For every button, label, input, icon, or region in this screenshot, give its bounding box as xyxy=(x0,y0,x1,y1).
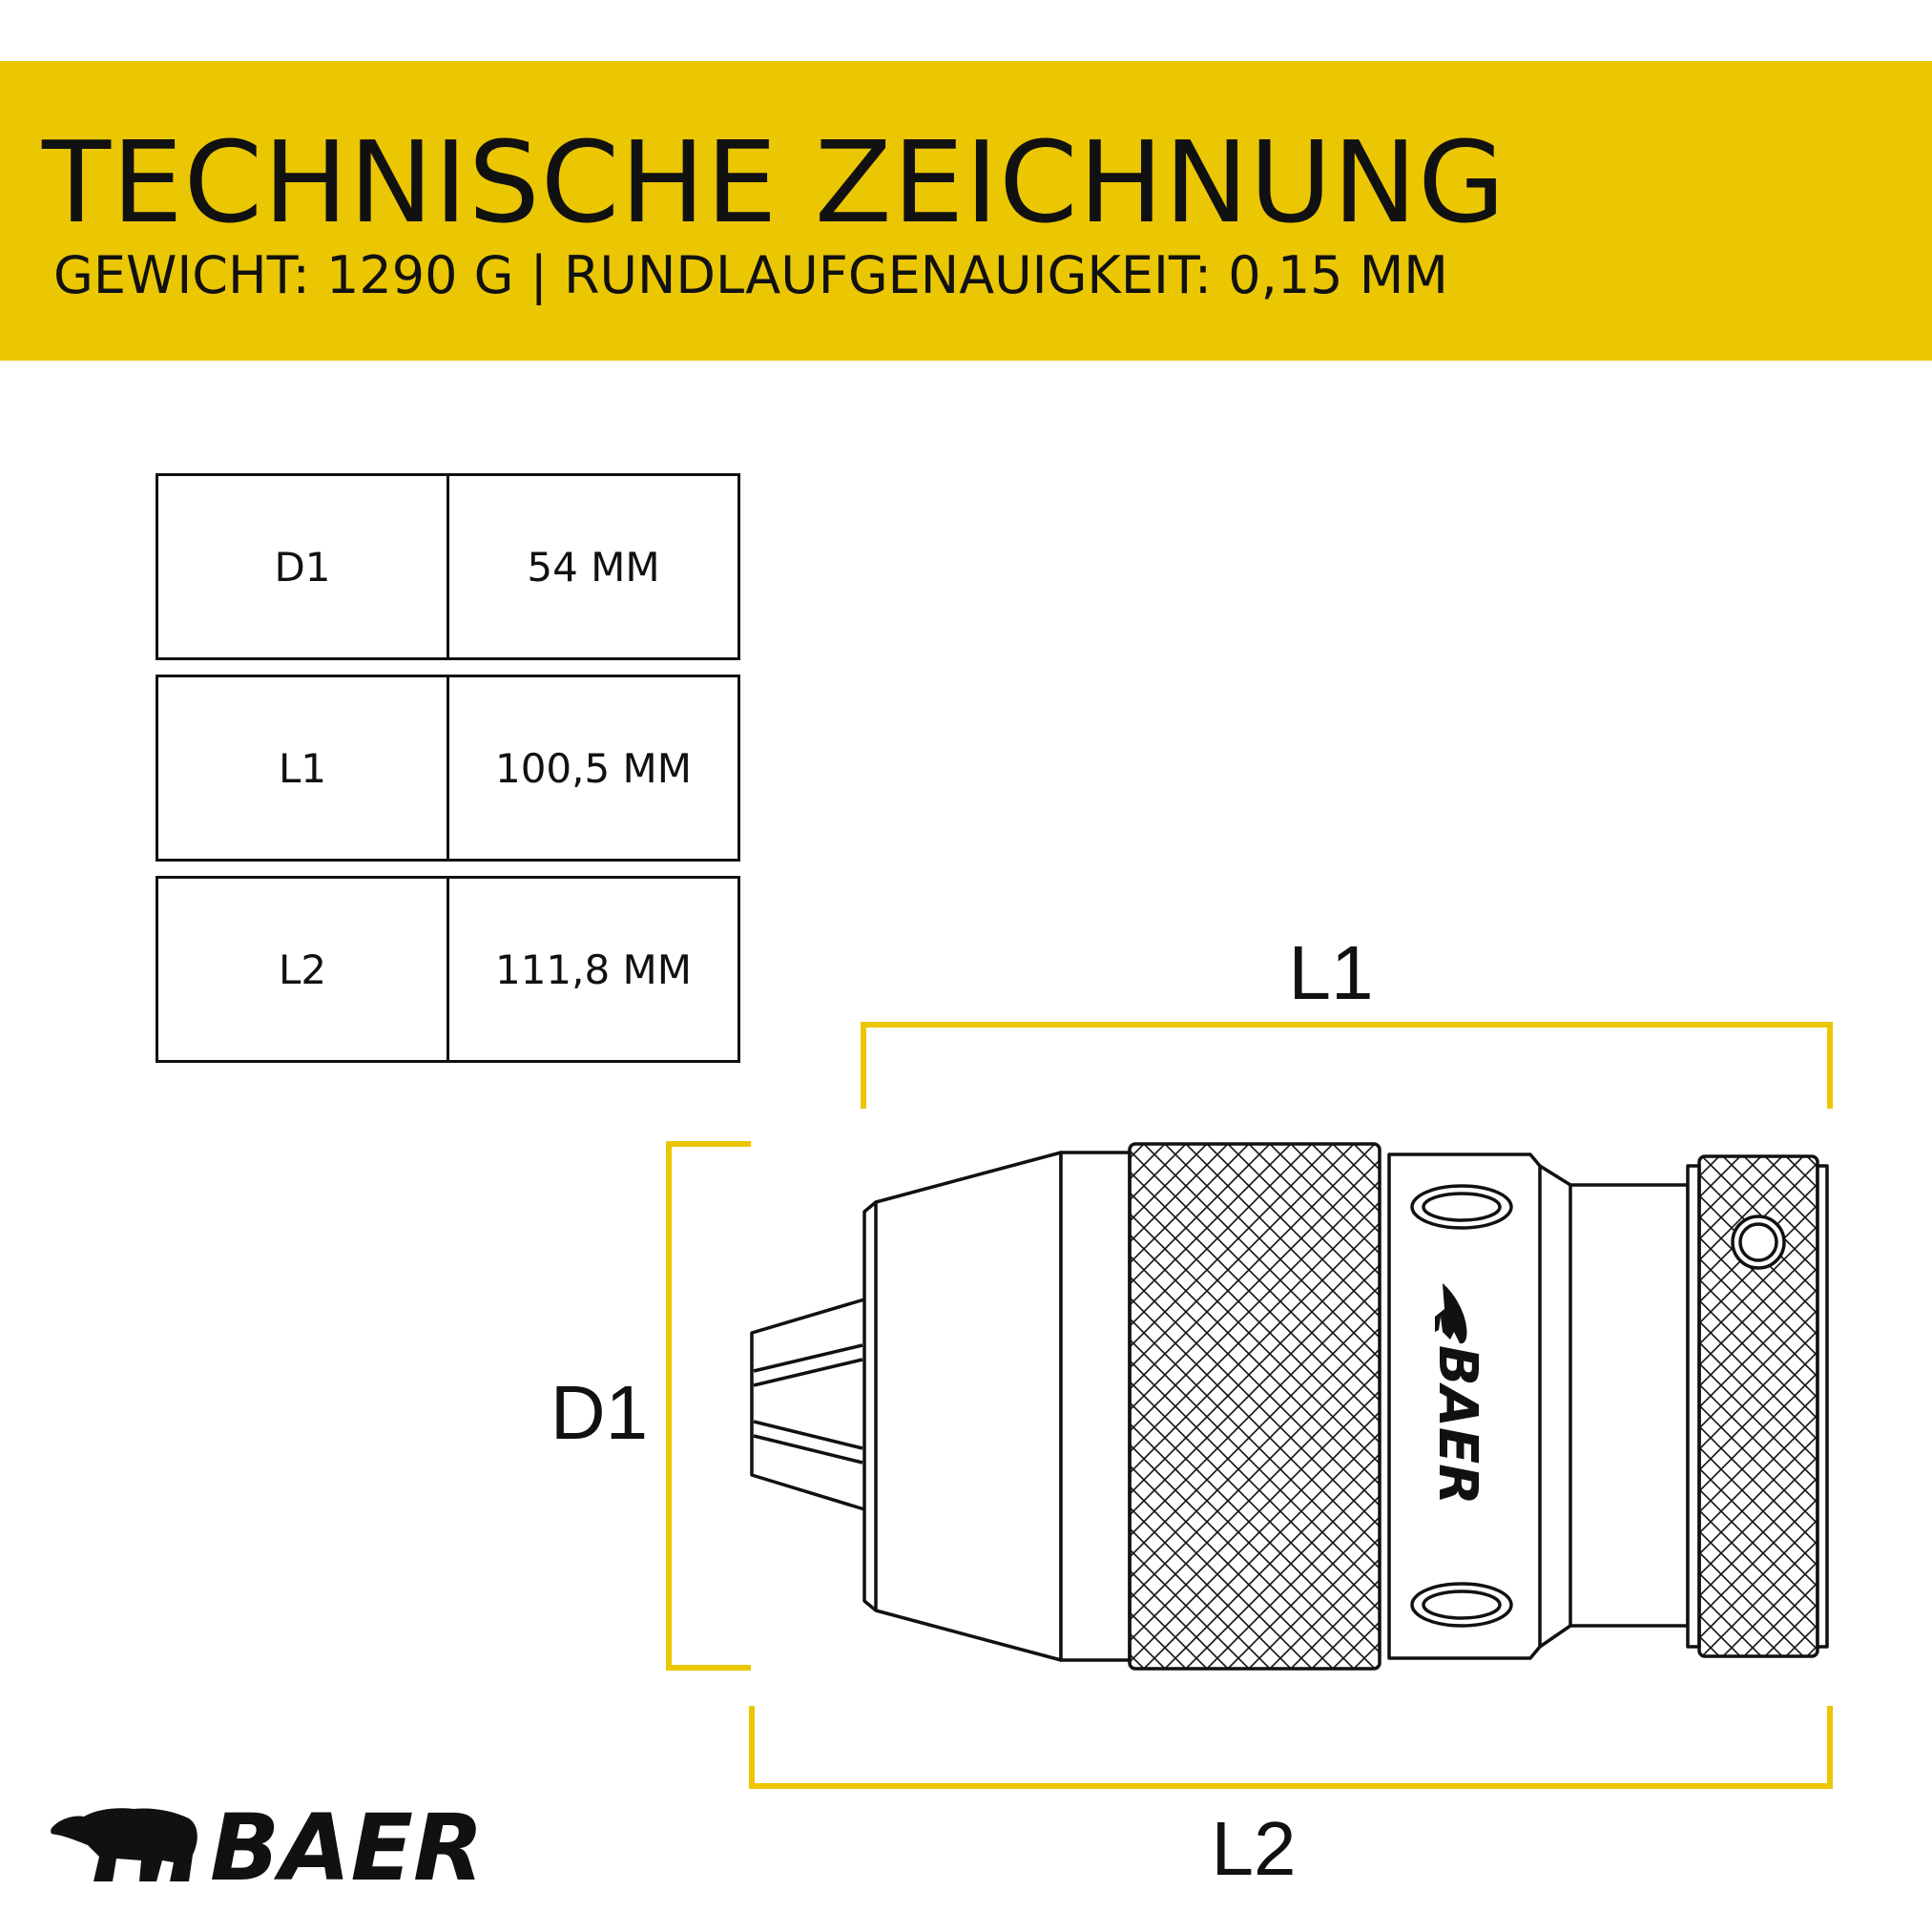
knurled-sleeve xyxy=(1128,1142,1381,1671)
drill-chuck-drawing xyxy=(750,1142,1829,1671)
rear-collar xyxy=(1686,1154,1829,1658)
brand-logo: BAER xyxy=(51,1795,484,1889)
spec-label: L1 xyxy=(158,677,449,859)
d1-dimension-bracket xyxy=(666,1141,751,1671)
page-title: TECHNISCHE ZEICHNUNG xyxy=(42,116,1506,248)
chuck-cone xyxy=(862,1151,1063,1662)
spec-label: L2 xyxy=(158,879,449,1060)
spec-label: D1 xyxy=(158,476,449,657)
bear-icon xyxy=(51,1808,197,1881)
brand-logo-text: BAER xyxy=(210,1795,484,1889)
body-brand-mark: BAER xyxy=(1426,1283,1488,1505)
spec-value: 100,5 MM xyxy=(494,744,693,792)
l2-dimension-label: L2 xyxy=(1212,1806,1297,1891)
spec-row-l1: L1 100,5 MM xyxy=(156,675,740,862)
chuck-body xyxy=(1387,1153,1542,1660)
bear-icon xyxy=(1435,1283,1467,1344)
chuck-jaws xyxy=(750,1298,865,1511)
chuck-neck xyxy=(1568,1183,1690,1628)
l1-dimension-bracket xyxy=(861,1022,1833,1109)
spec-value: 111,8 MM xyxy=(494,945,693,993)
l2-dimension-bracket xyxy=(749,1706,1833,1789)
d1-dimension-label: D1 xyxy=(551,1370,648,1455)
spec-row-d1: D1 54 MM xyxy=(156,473,740,660)
header-band xyxy=(0,61,1932,361)
chuck-ring xyxy=(1059,1151,1132,1662)
spec-row-l2: L2 111,8 MM xyxy=(156,876,740,1063)
body-brand-text: BAER xyxy=(1426,1345,1488,1505)
spec-value: 54 MM xyxy=(527,543,660,591)
l1-dimension-label: L1 xyxy=(1289,930,1374,1015)
page-subtitle: GEWICHT: 1290 G | RUNDLAUFGENAUIGKEIT: 0… xyxy=(53,245,1448,305)
